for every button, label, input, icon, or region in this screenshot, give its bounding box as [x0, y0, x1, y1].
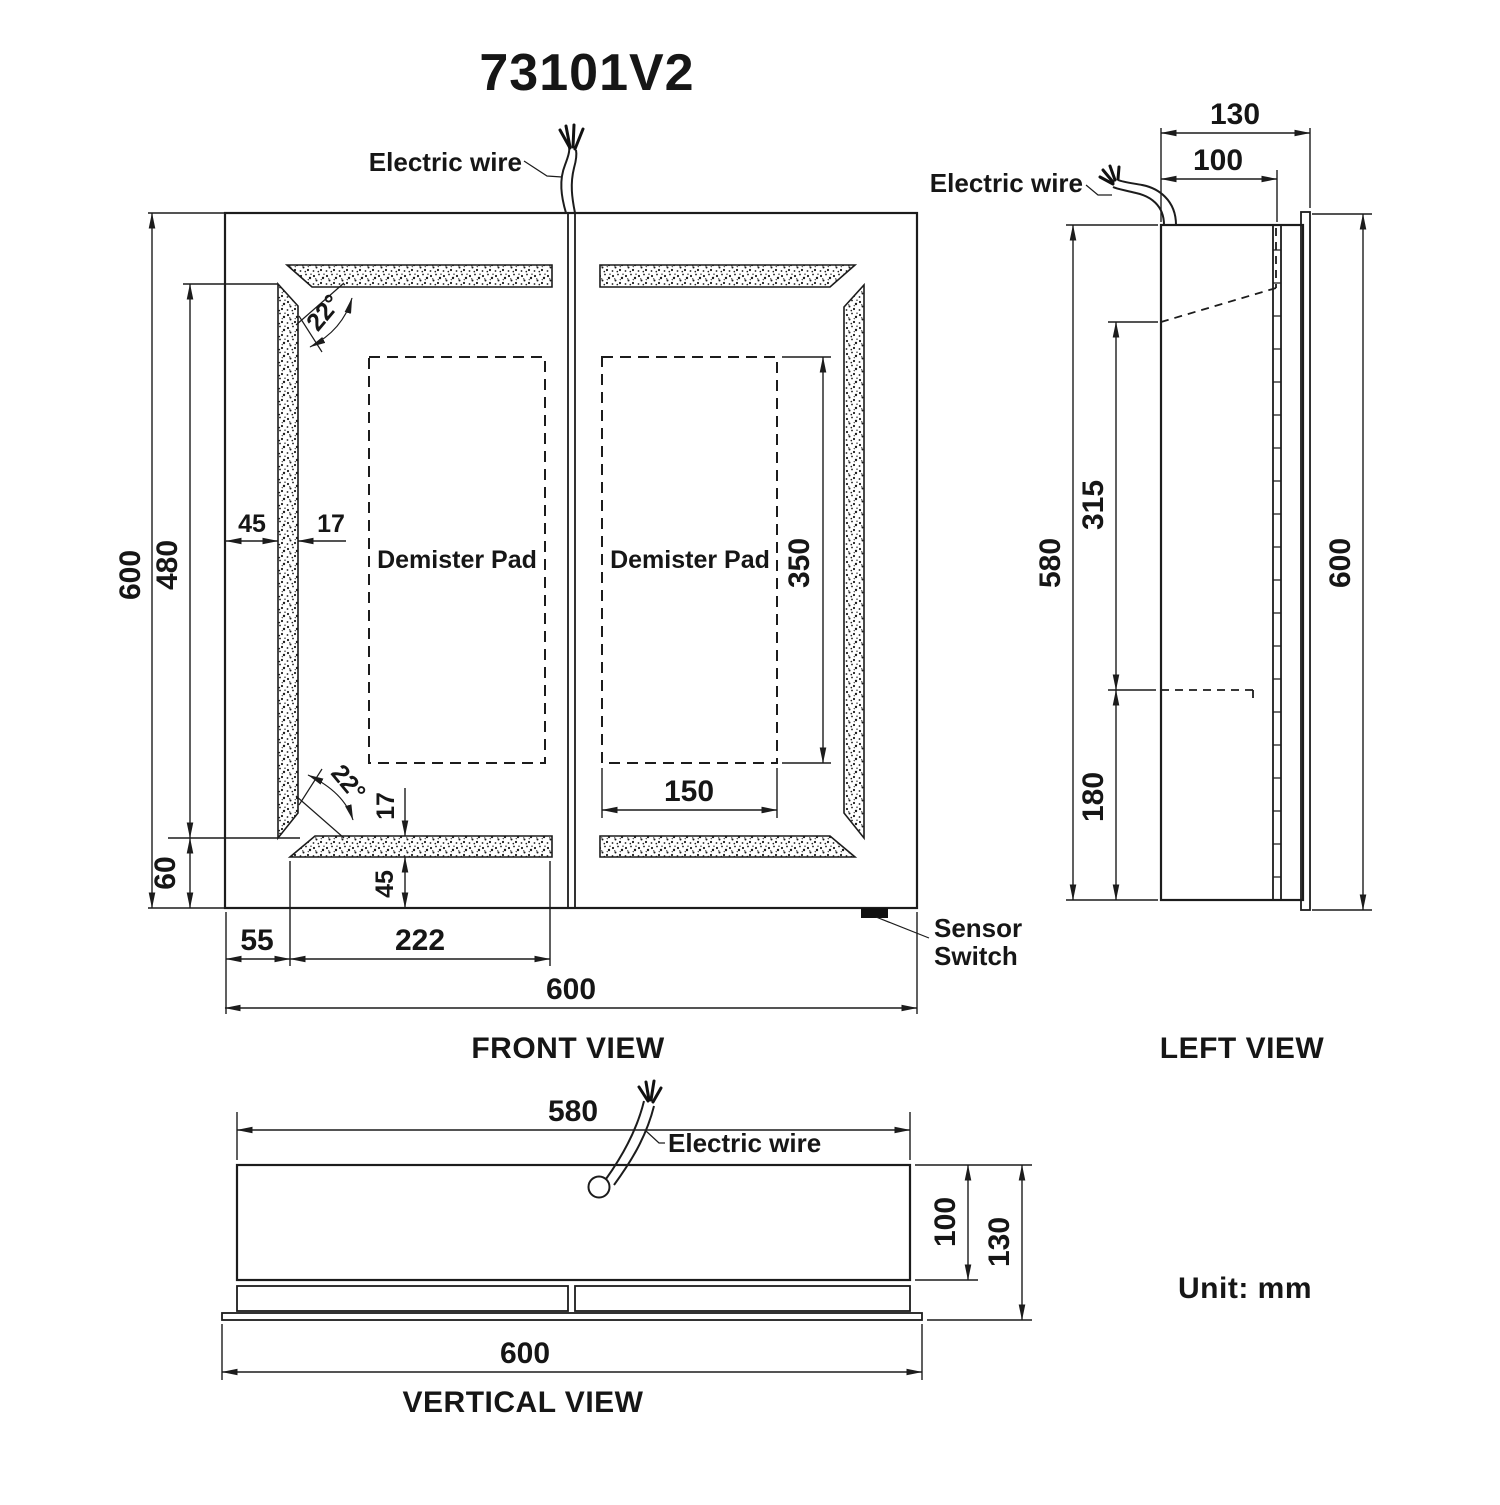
dim-strip-width-17: 17 [317, 510, 345, 538]
dim-inner-height-480: 480 [151, 540, 184, 590]
dim-body-depth-100: 100 [1193, 144, 1243, 177]
left-view: Electric wire 130 100 580 315 180 [930, 98, 1372, 1065]
left-view-caption: LEFT VIEW [1160, 1032, 1325, 1065]
left-extension-lines [1066, 128, 1372, 911]
dim-strip-thickness-17: 17 [372, 792, 400, 820]
front-extension-lines [148, 212, 918, 1014]
wire-leader-front [523, 160, 563, 178]
led-strip-right [843, 282, 865, 841]
dim-upper-section-315: 315 [1077, 480, 1110, 530]
left-view-body [1159, 223, 1305, 902]
dim-strip-inset-45: 45 [238, 510, 266, 538]
electric-wire-label-vertical: Electric wire [668, 1128, 821, 1158]
electric-wire-front [558, 123, 585, 214]
led-strip-top-left [284, 264, 553, 288]
dim-body-height-580: 580 [1034, 538, 1067, 588]
front-view-caption: FRONT VIEW [471, 1032, 665, 1065]
dim-bottom-offset-60: 60 [149, 856, 182, 889]
vertical-body [235, 1163, 912, 1282]
left-dimensions: 130 100 580 315 180 600 [1034, 98, 1367, 911]
dim-edge-to-strip-55: 55 [240, 924, 273, 957]
angle-value-bottom: 22° [325, 759, 371, 806]
wire-leader-vertical [645, 1130, 665, 1144]
dim-total-depth-130-vertical: 130 [983, 1217, 1016, 1267]
dim-body-depth-100-vertical: 100 [929, 1197, 962, 1247]
sensor-switch [861, 908, 888, 918]
wire-fray-left [1098, 164, 1121, 186]
demister-pad-right-outline [601, 356, 778, 764]
electric-wire-label-left: Electric wire [930, 168, 1083, 198]
demister-pad-right-label: Demister Pad [610, 546, 770, 574]
led-strip-top-right [599, 264, 858, 288]
dim-pad-width-150: 150 [664, 775, 714, 808]
angle-annotation-top: 22° [295, 282, 353, 353]
led-strip-bottom-left [287, 835, 553, 858]
hidden-line-diagonal [1160, 287, 1277, 323]
wire-fray-vertical [637, 1079, 663, 1104]
unit-note: Unit: mm [1178, 1272, 1312, 1305]
vertical-dimensions: 580 100 130 600 [221, 1095, 1026, 1376]
sensor-leader [875, 916, 930, 939]
wire-fray-front [558, 123, 585, 151]
wire-leader-left [1085, 184, 1112, 196]
dim-pad-height-350: 350 [783, 538, 816, 588]
led-strip-bottom-right [599, 835, 858, 858]
electric-wire-vertical [587, 1079, 663, 1199]
vertical-view: Electric wire 580 100 130 600 VERTICAL V… [221, 1079, 1032, 1419]
dim-height-600: 600 [114, 550, 147, 600]
dim-lower-section-180: 180 [1077, 772, 1110, 822]
vertical-mirror-plate [221, 1312, 923, 1321]
electric-wire-label-front: Electric wire [369, 147, 522, 177]
led-strip-left [277, 281, 299, 841]
dim-mirror-width-600: 600 [500, 1337, 550, 1370]
front-dimensions: 600 480 60 45 17 350 150 17 45 55 222 60… [114, 212, 918, 1012]
sensor-label-line1: Sensor [934, 913, 1022, 943]
dim-width-600: 600 [546, 973, 596, 1006]
vertical-door-left [236, 1285, 569, 1312]
vertical-view-caption: VERTICAL VIEW [403, 1386, 644, 1419]
dim-strip-bottom-gap-45: 45 [371, 870, 399, 898]
mirror-panel [1300, 211, 1311, 911]
dim-mirror-height-600: 600 [1324, 538, 1357, 588]
angle-annotation-bottom: 22° [295, 759, 371, 839]
demister-pad-left-label: Demister Pad [377, 546, 537, 574]
drawing-title: 73101V2 [479, 44, 694, 102]
dim-total-depth-130: 130 [1210, 98, 1260, 131]
vertical-door-right [574, 1285, 911, 1312]
cabinet-outline [223, 211, 919, 910]
dim-body-width-580: 580 [548, 1095, 598, 1128]
hinge-segment-ticks [1273, 249, 1281, 878]
sensor-label-line2: Switch [934, 941, 1018, 971]
dim-strip-length-222: 222 [395, 924, 445, 957]
front-view: Demister Pad Demister Pad Electric wire … [114, 123, 1022, 1065]
demister-pad-left-outline [368, 356, 546, 764]
